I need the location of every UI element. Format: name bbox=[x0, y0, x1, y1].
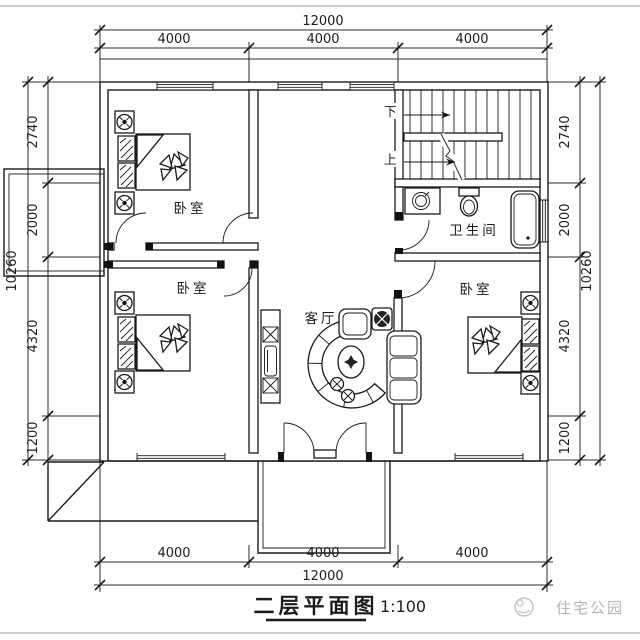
watermark-logo-smile bbox=[517, 609, 531, 614]
dimensions-bottom: 4000 4000 4000 12000 bbox=[94, 461, 553, 592]
watermark-text: 住宅公园 bbox=[556, 599, 624, 617]
stair-break-line bbox=[440, 133, 463, 181]
stair-down-label: 下 bbox=[384, 104, 397, 119]
pillow bbox=[117, 316, 136, 343]
dim-right-seg-3: 4320 bbox=[558, 319, 573, 352]
pillow bbox=[521, 318, 540, 345]
lamp-icon bbox=[522, 374, 539, 392]
side-sofa bbox=[386, 330, 422, 405]
door-arc-bedroom-tl-b bbox=[222, 212, 254, 244]
pillow bbox=[117, 343, 136, 370]
stair-up-arrow: 上 bbox=[383, 151, 455, 167]
stairs: 下 上 bbox=[383, 90, 532, 182]
lamp-icon bbox=[116, 194, 133, 212]
window-top-1 bbox=[156, 82, 214, 90]
dim-bottom-bay-3: 4000 bbox=[455, 546, 488, 561]
sink bbox=[404, 187, 441, 215]
windows bbox=[136, 82, 548, 461]
bathroom-fixtures bbox=[404, 187, 540, 249]
room-labels: 卧室 卧室 卧室 卫生间 客厅 bbox=[174, 200, 499, 327]
lamp-icon bbox=[522, 294, 539, 312]
watermark: 住宅公园 bbox=[514, 597, 624, 617]
dim-left-seg-2: 2000 bbox=[26, 203, 41, 236]
lamp-icon bbox=[116, 294, 133, 312]
dim-right-seg-4: 1200 bbox=[558, 421, 573, 454]
blanket-fold bbox=[493, 338, 522, 373]
door-jamb-blocks bbox=[104, 212, 403, 462]
dim-left-seg-4: 1200 bbox=[26, 421, 41, 454]
stair-down-arrow: 下 bbox=[383, 103, 450, 119]
dim-right-total: 10260 bbox=[580, 250, 595, 291]
pillow bbox=[117, 135, 136, 162]
watermark-logo-icon bbox=[514, 597, 534, 617]
plant bbox=[371, 307, 393, 331]
label-bathroom: 卫生间 bbox=[449, 223, 499, 239]
label-bedroom-bottom-left: 卧室 bbox=[177, 280, 210, 297]
pillow bbox=[117, 162, 136, 189]
bed-top-left bbox=[114, 110, 191, 215]
toilet bbox=[458, 187, 480, 217]
window-bottom-right bbox=[454, 453, 524, 461]
blanket-fold bbox=[136, 134, 165, 169]
dim-left-seg-1: 2740 bbox=[26, 115, 41, 148]
balcony bbox=[257, 461, 391, 554]
armchair bbox=[338, 308, 372, 340]
window-top-3 bbox=[349, 82, 395, 90]
label-bedroom-top-left: 卧室 bbox=[174, 200, 207, 217]
label-bedroom-bottom-right: 卧室 bbox=[460, 281, 493, 298]
tv-cabinet bbox=[260, 309, 281, 404]
dim-top-bay-2: 4000 bbox=[306, 32, 339, 47]
door-arc-bathroom bbox=[398, 219, 430, 251]
lamp-icon bbox=[116, 113, 133, 131]
plan-scale: 1:100 bbox=[380, 597, 426, 616]
label-living-room: 客厅 bbox=[305, 310, 338, 327]
dimensions-right: 2740 2000 4320 1200 10260 bbox=[548, 76, 606, 466]
dim-left-seg-3: 4320 bbox=[26, 319, 41, 352]
door-arc-bedroom-tl-a bbox=[115, 212, 147, 244]
dim-right-seg-1: 2740 bbox=[558, 115, 573, 148]
bed-bottom-left bbox=[114, 291, 191, 394]
door-arc-bedroom-bl bbox=[223, 267, 253, 297]
lamp-icon bbox=[116, 373, 133, 391]
window-right-bathroom bbox=[540, 199, 548, 243]
watermark-logo-dot bbox=[516, 599, 524, 607]
coffee-table bbox=[337, 345, 365, 379]
window-top-2 bbox=[277, 82, 323, 90]
pillow bbox=[521, 345, 540, 372]
door-arc-bedroom-br bbox=[397, 260, 436, 299]
window-bottom-left bbox=[136, 453, 226, 461]
stair-up-label: 上 bbox=[384, 152, 397, 167]
poufs bbox=[329, 376, 356, 404]
dimensions-top: 12000 4000 4000 4000 bbox=[94, 14, 553, 82]
dim-bottom-bay-1: 4000 bbox=[157, 546, 190, 561]
blanket-fold bbox=[136, 336, 165, 371]
living-room-furniture bbox=[260, 307, 422, 409]
curved-sofa bbox=[307, 319, 387, 409]
exterior-walls bbox=[99, 81, 549, 462]
entry-door bbox=[283, 422, 367, 461]
dim-right-seg-2: 2000 bbox=[558, 203, 573, 236]
dim-bottom-total: 12000 bbox=[302, 569, 343, 584]
bathtub bbox=[510, 190, 540, 249]
left-bay-outline bbox=[3, 168, 105, 277]
bed-bottom-right bbox=[467, 291, 541, 395]
dim-top-bay-1: 4000 bbox=[157, 32, 190, 47]
dim-top-bay-3: 4000 bbox=[455, 32, 488, 47]
stair-handrail bbox=[403, 132, 503, 142]
porch-roof bbox=[47, 461, 258, 522]
dim-top-total: 12000 bbox=[302, 14, 343, 29]
plan-title: 二层平面图 bbox=[254, 594, 379, 618]
door-arcs bbox=[115, 212, 436, 299]
title-block: 二层平面图 1:100 bbox=[254, 594, 426, 622]
